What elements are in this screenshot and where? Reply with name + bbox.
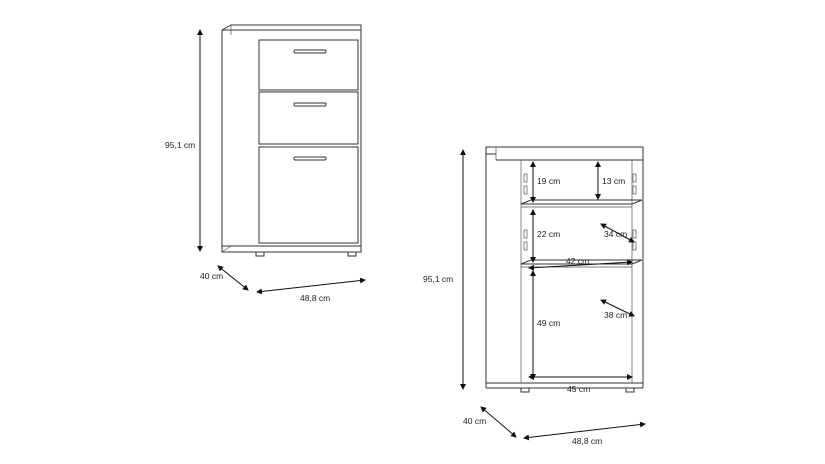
dimension-depth-right: 40 cm	[463, 406, 517, 438]
drawer-middle	[258, 91, 359, 145]
height-label-right: 95,1 cm	[423, 274, 453, 284]
dimension-top-compartment: 19 cm	[530, 161, 560, 203]
door-front	[258, 146, 359, 244]
open-cabinet-drawing	[485, 146, 644, 393]
dimension-width-left: 48,8 cm	[256, 277, 366, 303]
label-45cm: 45 cm	[567, 384, 590, 394]
label-13cm: 13 cm	[602, 176, 625, 186]
shelf-pin-holes	[523, 173, 637, 251]
dimension-inner-width: 45 cm	[528, 374, 633, 394]
handle-icon	[293, 102, 327, 107]
dimension-shelf-width: 42 cm	[528, 256, 633, 271]
depth-label-right: 40 cm	[463, 416, 486, 426]
depth-label-left: 40 cm	[200, 271, 223, 281]
width-label-right: 48,8 cm	[572, 436, 602, 446]
dimension-depth-left: 40 cm	[200, 265, 249, 291]
dimension-middle-compartment: 22 cm	[530, 209, 560, 263]
width-label-left: 48,8 cm	[300, 293, 330, 303]
closed-cabinet-drawing	[221, 24, 362, 257]
label-49cm: 49 cm	[537, 318, 560, 328]
dimension-height-left: 95,1 cm	[165, 29, 203, 252]
dimension-bottom-compartment: 49 cm	[530, 270, 560, 380]
label-34cm: 34 cm	[604, 229, 627, 239]
dimension-shelf-depth: 34 cm	[600, 223, 635, 243]
shelf-upper	[520, 199, 643, 208]
handle-icon	[293, 156, 327, 161]
height-label-left: 95,1 cm	[165, 140, 195, 150]
label-38cm: 38 cm	[604, 310, 627, 320]
dimension-top-clearance: 13 cm	[595, 161, 625, 200]
label-19cm: 19 cm	[537, 176, 560, 186]
dimension-height-right: 95,1 cm	[423, 149, 466, 390]
label-22cm: 22 cm	[537, 229, 560, 239]
label-42cm: 42 cm	[566, 256, 589, 266]
dimension-width-right: 48,8 cm	[523, 421, 646, 446]
handle-icon	[293, 49, 327, 54]
drawer-top	[258, 39, 359, 91]
dimension-bottom-depth: 38 cm	[600, 299, 635, 320]
